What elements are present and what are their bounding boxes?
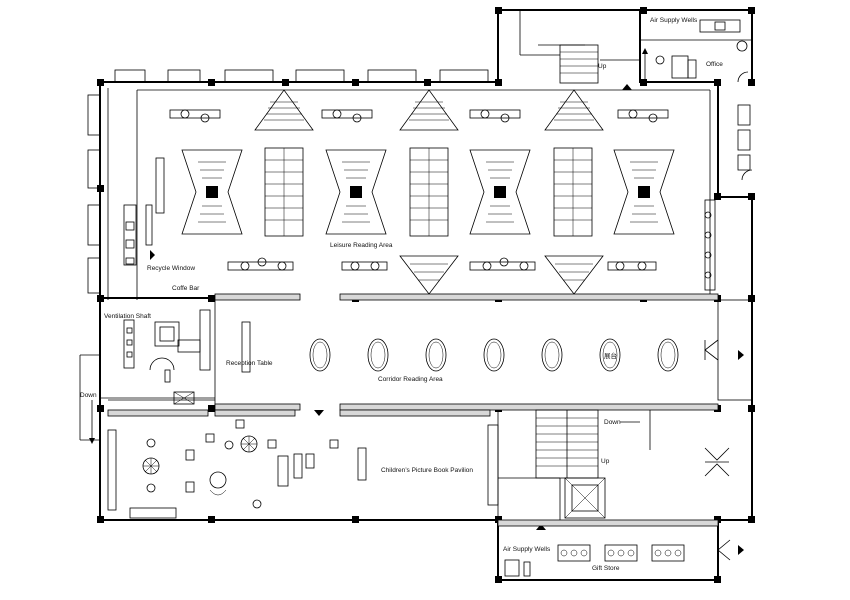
bookshelf-grid-2 — [409, 147, 449, 237]
stepped-seating-4 — [613, 149, 675, 235]
up-top-label: Up — [598, 63, 607, 70]
oval-tables — [309, 338, 679, 372]
display-table-3 — [651, 544, 685, 562]
display-table-2 — [604, 544, 638, 562]
table-group-top — [169, 109, 669, 123]
triangle-stands-top — [254, 89, 604, 131]
service-rooms — [108, 204, 215, 405]
stepped-seating-1 — [181, 149, 243, 235]
down-left-label: Down — [80, 392, 97, 399]
up-right-label: Up — [601, 458, 610, 465]
stairs — [535, 19, 753, 530]
ventilation-shaft-label: Ventilation Shaft — [104, 313, 151, 320]
table-group-lower — [227, 257, 657, 271]
room-labels: Air Supply Wells Office Up Leisure Readi… — [80, 17, 723, 572]
reception-table-label: Reception Table — [226, 360, 273, 367]
childrens-pavilion-label: Children’s Picture Book Pavilion — [381, 467, 473, 474]
coffee-bar-label: Coffe Bar — [172, 285, 200, 292]
office-label: Office — [706, 61, 723, 68]
display-mark-label: 展台 — [604, 351, 617, 360]
round-table-2 — [240, 435, 258, 453]
leisure-reading-area-label: Leisure Reading Area — [330, 242, 393, 249]
corridor-reading-area-label: Corridor Reading Area — [378, 376, 443, 383]
air-supply-wells-bottom-label: Air Supply Wells — [503, 546, 551, 553]
recycle-window-label: Recycle Window — [147, 265, 195, 272]
stepped-seating-2 — [325, 149, 387, 235]
bookshelf-grid-1 — [264, 147, 304, 237]
down-right-label: Down — [604, 419, 621, 426]
display-table-1 — [557, 544, 591, 562]
leisure-reading-furniture — [145, 89, 716, 295]
gift-store-furniture — [497, 519, 719, 577]
round-table-1 — [142, 457, 160, 475]
air-supply-wells-top-label: Air Supply Wells — [650, 17, 698, 24]
bookshelf-grid-3 — [553, 147, 593, 237]
gift-store-label: Gift Store — [592, 565, 620, 572]
stepped-seating-3 — [469, 149, 531, 235]
entrances — [89, 48, 744, 561]
corridor-furniture — [214, 293, 719, 416]
children-pavilion-furniture — [107, 409, 499, 519]
